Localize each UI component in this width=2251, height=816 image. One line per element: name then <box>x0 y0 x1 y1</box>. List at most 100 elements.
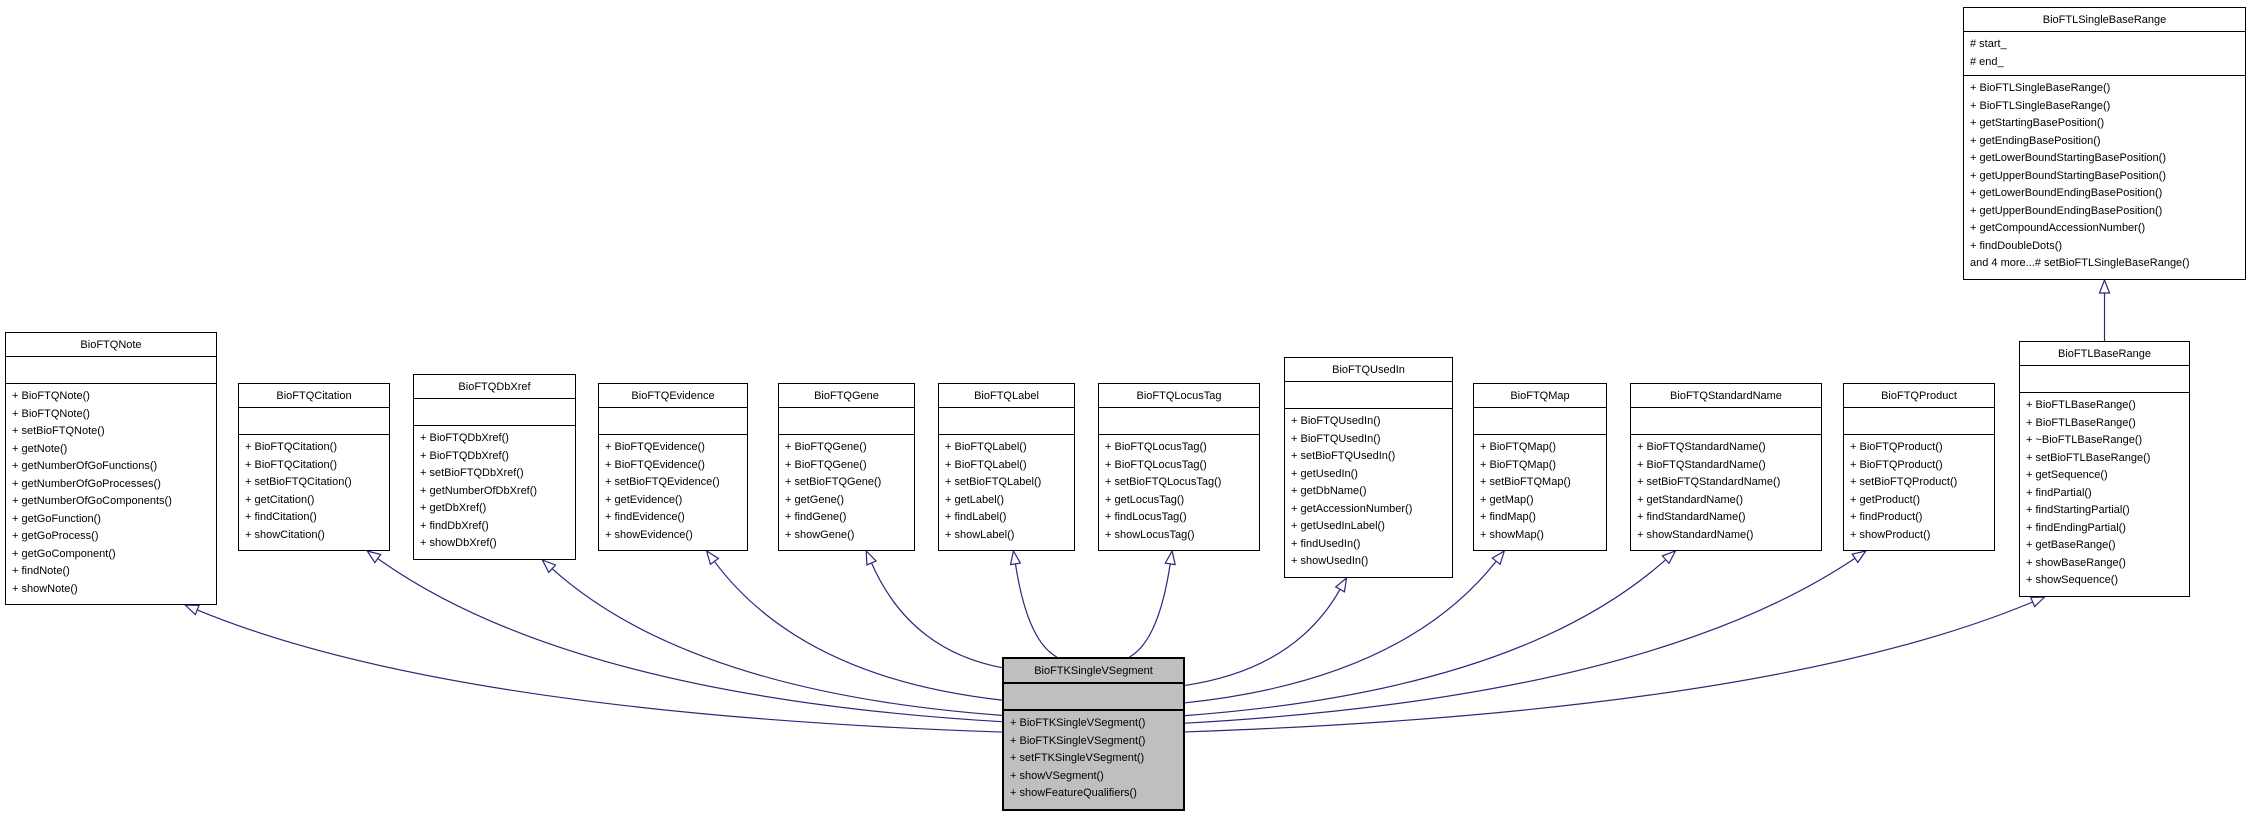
method-entry: + BioFTQUsedIn() <box>1291 432 1381 445</box>
method-entry: + getLocusTag() <box>1105 493 1185 506</box>
uml-class-box[interactable]: BioFTLSingleBaseRange # start_# end_ + B… <box>1963 7 2246 280</box>
method-entry: + getProduct() <box>1850 493 1921 506</box>
class-attributes <box>6 357 216 384</box>
uml-class-box[interactable]: BioFTQProduct + BioFTQProduct()+ BioFTQP… <box>1843 383 1995 551</box>
method-entry: + findLocusTag() <box>1105 511 1187 523</box>
inheritance-edge <box>870 562 1003 669</box>
method-entry: + BioFTQEvidence() <box>605 458 705 471</box>
inheritance-edge <box>1184 589 1341 687</box>
class-methods: + BioFTQEvidence()+ BioFTQEvidence()+ se… <box>599 435 747 550</box>
inheritance-edge <box>713 561 1003 701</box>
class-attributes <box>1631 408 1821 435</box>
inheritance-edge <box>377 558 1003 723</box>
method-entry: + getNumberOfGoFunctions() <box>12 460 158 472</box>
method-entry: + BioFTQGene() <box>785 458 867 471</box>
class-name: BioFTQLabel <box>939 384 1074 408</box>
class-attributes <box>1285 382 1452 409</box>
method-entry: + getDbName() <box>1291 485 1367 497</box>
class-name: BioFTQDbXref <box>414 375 575 399</box>
method-entry: + showLabel() <box>945 528 1015 541</box>
method-entry: + showMap() <box>1480 528 1544 541</box>
uml-class-box[interactable]: BioFTQLocusTag + BioFTQLocusTag()+ BioFT… <box>1098 383 1260 551</box>
uml-class-box[interactable]: BioFTKSingleVSegment + BioFTKSingleVSegm… <box>1002 657 1185 811</box>
method-entry: + showStandardName() <box>1637 528 1754 541</box>
method-entry: + BioFTQNote() <box>12 390 90 402</box>
method-entry: + findNote() <box>12 565 70 577</box>
class-name: BioFTLSingleBaseRange <box>1964 8 2245 32</box>
method-entry: + BioFTQProduct() <box>1850 458 1943 471</box>
method-entry: + getEvidence() <box>605 493 683 506</box>
uml-class-box[interactable]: BioFTQLabel + BioFTQLabel()+ BioFTQLabel… <box>938 383 1075 551</box>
hollow-triangle-arrowhead <box>2098 278 2111 294</box>
method-entry: + BioFTQMap() <box>1480 458 1557 471</box>
uml-class-box[interactable]: BioFTQCitation + BioFTQCitation()+ BioFT… <box>238 383 390 551</box>
method-entry: + getGoProcess() <box>12 530 99 542</box>
method-entry: + BioFTQLocusTag() <box>1105 441 1207 453</box>
method-entry: + setBioFTQDbXref() <box>420 467 524 479</box>
method-entry: + setBioFTQStandardName() <box>1637 476 1781 488</box>
class-methods: + BioFTQNote()+ BioFTQNote()+ setBioFTQN… <box>6 384 216 604</box>
method-entry: + getNote() <box>12 442 68 455</box>
class-name: BioFTQLocusTag <box>1099 384 1259 408</box>
class-methods: + BioFTQCitation()+ BioFTQCitation()+ se… <box>239 435 389 550</box>
method-entry: + getLabel() <box>945 493 1005 506</box>
method-entry: + getCitation() <box>245 493 315 506</box>
method-entry: + BioFTQGene() <box>785 441 867 453</box>
method-entry: + findProduct() <box>1850 511 1923 523</box>
method-entry: + BioFTQLocusTag() <box>1105 458 1207 471</box>
class-name: BioFTQStandardName <box>1631 384 1821 408</box>
class-methods: + BioFTQMap()+ BioFTQMap()+ setBioFTQMap… <box>1474 435 1606 550</box>
uml-class-box[interactable]: BioFTQStandardName + BioFTQStandardName(… <box>1630 383 1822 551</box>
uml-class-box[interactable]: BioFTQGene + BioFTQGene()+ BioFTQGene()+… <box>778 383 915 551</box>
uml-class-box[interactable]: BioFTLBaseRange + BioFTLBaseRange()+ Bio… <box>2019 341 2190 597</box>
method-entry: + BioFTQStandardName() <box>1637 441 1766 453</box>
method-entry: + findStartingPartial() <box>2026 504 2130 516</box>
method-entry: + showSequence() <box>2026 574 2119 586</box>
hollow-triangle-arrowhead <box>2029 596 2047 608</box>
method-entry: + BioFTQDbXref() <box>420 449 509 462</box>
method-entry: + BioFTKSingleVSegment() <box>1010 734 1146 747</box>
class-methods: + BioFTQGene() + BioFTQGene() + setBioFTQG… <box>779 435 914 550</box>
class-name: BioFTQCitation <box>239 384 389 408</box>
class-methods: + BioFTLBaseRange() + BioFTLBaseRange() + … <box>2020 393 2189 596</box>
method-entry: + showProduct() <box>1850 528 1931 541</box>
method-entry: + BioFTQLabel() <box>945 458 1027 471</box>
class-attributes <box>599 408 747 435</box>
uml-class-box[interactable]: BioFTQDbXref + BioFTQDbXref()+ BioFTQDbX… <box>413 374 576 560</box>
method-entry: + BioFTLBaseRange() <box>2026 399 2136 411</box>
uml-class-box[interactable]: BioFTQNote + BioFTQNote()+ BioFTQNote()+… <box>5 332 217 605</box>
hollow-triangle-arrowhead <box>1009 549 1022 566</box>
method-entry: + showEvidence() <box>605 528 693 541</box>
class-methods: + BioFTQUsedIn()+ BioFTQUsedIn()+ setBio… <box>1285 409 1452 577</box>
method-entry: + ~BioFTLBaseRange() <box>2026 434 2143 446</box>
class-methods: + BioFTQStandardName() + BioFTQStandardNa… <box>1631 435 1821 550</box>
class-name: BioFTQGene <box>779 384 914 408</box>
class-methods: + BioFTQDbXref()+ BioFTQDbXref()+ setBio… <box>414 426 575 559</box>
method-entry: + getMap() <box>1480 493 1534 506</box>
class-attributes <box>414 399 575 426</box>
class-attributes <box>939 408 1074 435</box>
method-entry: + findMap() <box>1480 511 1536 523</box>
method-entry: + findUsedIn() <box>1291 537 1361 550</box>
inheritance-edge <box>196 609 1003 733</box>
class-name: BioFTQUsedIn <box>1285 358 1452 382</box>
uml-class-box[interactable]: BioFTQMap + BioFTQMap()+ BioFTQMap()+ se… <box>1473 383 1607 551</box>
uml-class-box[interactable]: BioFTQUsedIn + BioFTQUsedIn()+ BioFTQUse… <box>1284 357 1453 578</box>
method-entry: + findEndingPartial() <box>2026 521 2126 534</box>
method-entry: + BioFTLBaseRange() <box>2026 416 2136 429</box>
class-methods: + BioFTQLocusTag() + BioFTQLocusTag() + se… <box>1099 435 1259 550</box>
method-entry: + showGene() <box>785 528 855 541</box>
method-entry: + getNumberOfDbXref() <box>420 484 538 497</box>
method-entry: + getUsedIn() <box>1291 467 1358 480</box>
method-entry: + setBioFTQGene() <box>785 476 882 488</box>
method-entry: + BioFTQNote() <box>12 407 90 420</box>
method-entry: + BioFTQStandardName() <box>1637 458 1766 471</box>
method-entry: + BioFTLSingleBaseRange() <box>1970 99 2111 112</box>
hollow-triangle-arrowhead <box>183 604 201 616</box>
uml-class-box[interactable]: BioFTQEvidence + BioFTQEvidence()+ BioFT… <box>598 383 748 551</box>
method-entry: + setBioFTQLocusTag() <box>1105 476 1222 488</box>
method-entry: + findGene() <box>785 511 847 523</box>
method-entry: + setBioFTQUsedIn() <box>1291 450 1396 462</box>
method-entry: + getAccessionNumber() <box>1291 502 1413 515</box>
method-entry: + showCitation() <box>245 528 325 541</box>
